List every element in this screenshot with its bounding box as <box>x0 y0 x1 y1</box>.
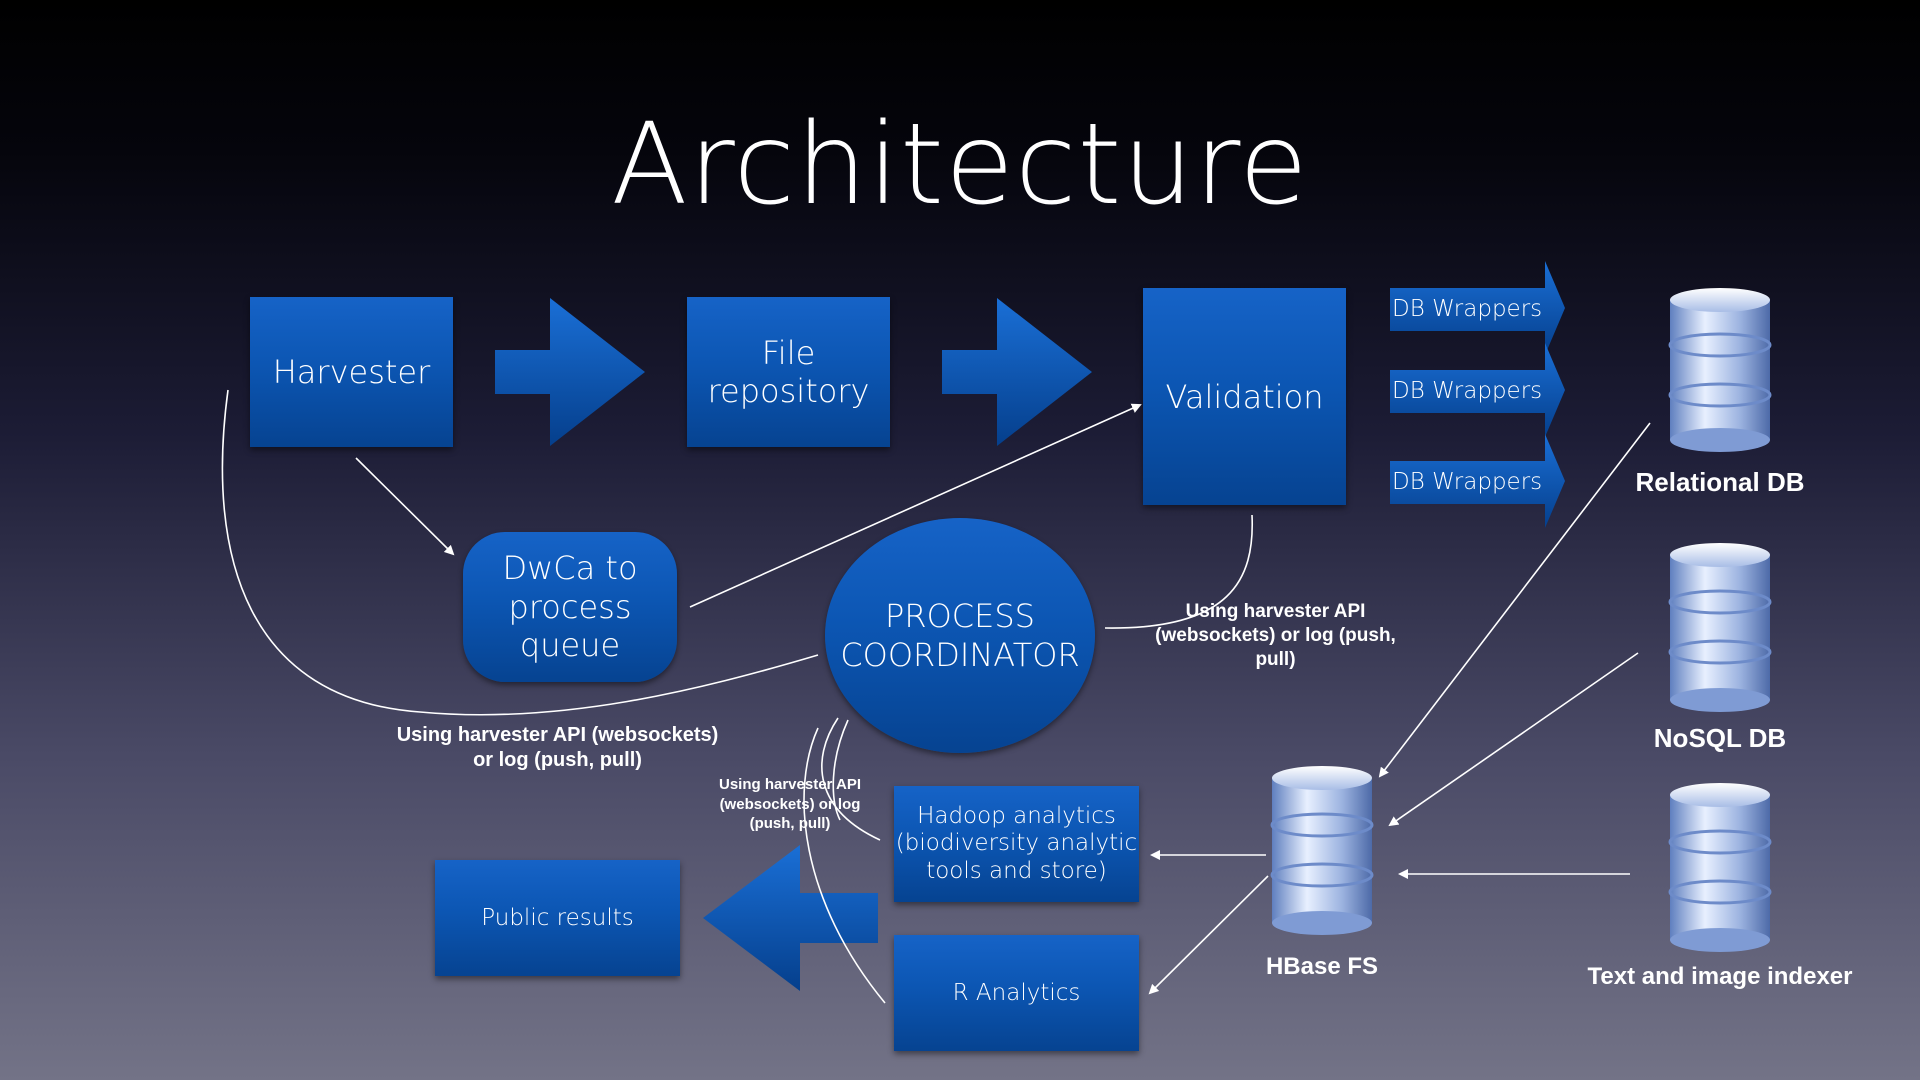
db-wrapper-label-1: DB Wrappers <box>1392 296 1543 322</box>
nosql-to-hbase-line <box>1388 652 1639 827</box>
db-wrapper-arrow-2 <box>1390 343 1565 437</box>
nosql-db-icon <box>1668 543 1772 712</box>
page-title: Architecture <box>611 100 1309 230</box>
hadoop-box: Hadoop analytics (biodiversity analytic … <box>894 786 1139 902</box>
validation-label: Validation <box>1165 377 1324 416</box>
harvester-label: Harvester <box>272 353 431 391</box>
hbase-to-r-line <box>1148 875 1269 995</box>
nosql-db-label: NoSQL DB <box>1653 723 1787 753</box>
harvester-coordinator-curve <box>221 389 819 716</box>
hadoop-label: Hadoop analytics (biodiversity analytic … <box>895 802 1138 884</box>
harvester-box: Harvester <box>250 297 453 447</box>
db-wrapper-arrow-1 <box>1390 261 1565 355</box>
harvester-to-queue-line <box>355 457 455 556</box>
public-results-box: Public results <box>435 860 680 976</box>
process-coordinator-label: PROCESS COORDINATOR <box>840 597 1080 674</box>
public-results-arrow <box>703 845 878 991</box>
right-api-annotation: Using harvester API (websockets) or log … <box>1155 601 1396 670</box>
relational-db-label: Relational DB <box>1635 467 1805 497</box>
file-repository-box: File repository <box>687 297 890 447</box>
flow-arrow-1 <box>495 298 645 446</box>
r-analytics-label: R Analytics <box>952 980 1081 1006</box>
coordinator-hadoop-curve <box>821 717 881 841</box>
file-repository-label: File repository <box>707 333 870 410</box>
validation-coordinator-curve <box>1104 514 1254 629</box>
validation-box: Validation <box>1143 288 1346 505</box>
left-api-annotation: Using harvester API (websockets) or log … <box>396 724 719 771</box>
relational-to-hbase-line <box>1378 422 1651 778</box>
public-results-label: Public results <box>481 905 634 931</box>
relational-db-icon <box>1668 288 1772 452</box>
small-api-annotation: Using harvester API (websockets) or log … <box>719 776 861 832</box>
coordinator-r-curve-1 <box>803 727 886 1004</box>
db-wrapper-label-2: DB Wrappers <box>1392 378 1543 404</box>
hbase-db-label: HBase FS <box>1265 953 1379 980</box>
dwca-queue-label: DwCa to process queue <box>502 549 638 665</box>
queue-to-validation-line <box>689 403 1142 608</box>
coordinator-r-curve-2 <box>832 719 849 821</box>
db-wrapper-arrow-3 <box>1390 434 1565 528</box>
db-wrapper-label-3: DB Wrappers <box>1392 469 1543 495</box>
indexer-db-label: Text and image indexer <box>1587 963 1853 990</box>
r-analytics-box: R Analytics <box>894 935 1139 1051</box>
process-coordinator-circle: PROCESS COORDINATOR <box>825 518 1095 753</box>
indexer-db-icon <box>1668 783 1772 952</box>
flow-arrow-2 <box>942 298 1092 446</box>
dwca-queue-box: DwCa to process queue <box>463 532 677 682</box>
hbase-db-icon <box>1270 766 1374 935</box>
